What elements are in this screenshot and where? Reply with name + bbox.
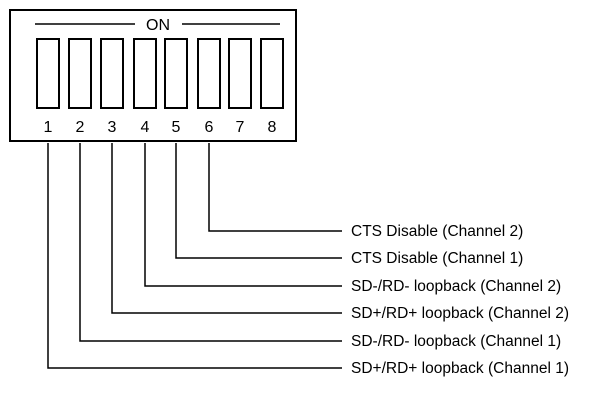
setting-label-switch-4: SD-/RD- loopback (Channel 2) <box>351 278 561 295</box>
leader-lines <box>47 143 342 369</box>
switch-number-2: 2 <box>76 119 85 136</box>
on-label: ON <box>146 17 170 34</box>
switch-slot-7 <box>228 38 252 109</box>
leader-line-switch-3 <box>111 143 342 314</box>
switch-slot-1 <box>36 38 60 109</box>
switch-number-7: 7 <box>236 119 245 136</box>
switch-number-3: 3 <box>108 119 117 136</box>
dip-switch-body <box>9 9 297 142</box>
switch-slot-4 <box>133 38 157 109</box>
setting-labels: SD+/RD+ loopback (Channel 1) SD-/RD- loop… <box>351 223 569 377</box>
switch-number-4: 4 <box>141 119 150 136</box>
setting-label-switch-2: SD-/RD- loopback (Channel 1) <box>351 333 561 350</box>
switch-number-8: 8 <box>268 119 277 136</box>
setting-label-switch-5: CTS Disable (Channel 1) <box>351 250 523 267</box>
switch-number-1: 1 <box>44 119 53 136</box>
switch-number-5: 5 <box>172 119 181 136</box>
switch-slots <box>36 38 284 109</box>
leader-line-switch-1 <box>47 143 342 369</box>
switch-numbers: 1 2 3 4 5 6 7 8 <box>44 119 277 136</box>
switch-slot-6 <box>197 38 221 109</box>
switch-slot-5 <box>164 38 188 109</box>
setting-label-switch-3: SD+/RD+ loopback (Channel 2) <box>351 305 569 322</box>
leader-line-switch-2 <box>79 143 342 342</box>
setting-label-switch-1: SD+/RD+ loopback (Channel 1) <box>351 360 569 377</box>
leader-line-switch-5 <box>175 143 342 259</box>
setting-label-switch-6: CTS Disable (Channel 2) <box>351 223 523 240</box>
leader-line-switch-6 <box>208 143 342 232</box>
switch-slot-8 <box>260 38 284 109</box>
switch-slot-2 <box>68 38 92 109</box>
leader-line-switch-4 <box>144 143 342 287</box>
switch-slot-3 <box>100 38 124 109</box>
switch-number-6: 6 <box>205 119 214 136</box>
